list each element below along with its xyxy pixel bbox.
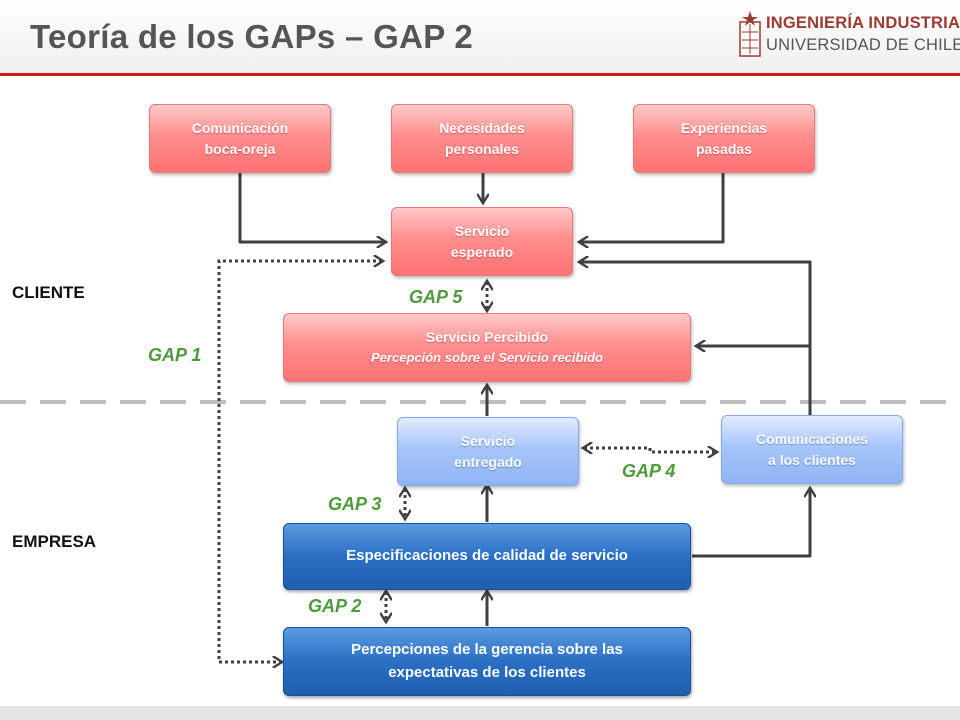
gap4-label: GAP 4 <box>622 461 676 481</box>
gap2-label: GAP 2 <box>308 596 362 616</box>
word-of-mouth-box: Comunicación boca-oreja <box>149 104 331 173</box>
slide-title: Teoría de los GAPs – GAP 2 <box>30 18 474 55</box>
header-divider <box>0 73 960 76</box>
client-communications-line1: Comunicaciones <box>755 430 869 447</box>
personal-needs-box: Necesidades personales <box>391 104 573 173</box>
past-experiences-box: Experiencias pasadas <box>633 104 815 173</box>
delivered-service-line1: Servicio <box>460 432 516 449</box>
client-communications-line2: a los clientes <box>768 451 856 468</box>
university-logo: INGENIERÍA INDUSTRIAL UNIVERSIDAD DE CHI… <box>738 10 960 62</box>
logo-line-university: UNIVERSIDAD DE CHILE <box>766 36 960 54</box>
client-zone-label: CLIENTE <box>12 283 85 302</box>
arrow-communications-to-expected <box>580 262 812 415</box>
personal-needs-line2: personales <box>445 140 519 157</box>
expected-service-line1: Servicio <box>454 222 510 239</box>
expected-service-box: Servicio esperado <box>391 207 573 276</box>
perceived-service-box: Servicio Percibido Percepción sobre el S… <box>283 313 691 382</box>
management-perceptions-line1: Percepciones de la gerencia sobre las <box>351 641 623 658</box>
gap4-connector <box>584 448 716 452</box>
gap1-label: GAP 1 <box>148 345 202 365</box>
slide-header: Teoría de los GAPs – GAP 2 INGENIERÍA IN… <box>0 0 960 76</box>
perceived-service-subtitle: Percepción sobre el Servicio recibido <box>371 350 603 366</box>
management-perceptions-line2: expectativas de los clientes <box>388 663 586 681</box>
university-seal-icon <box>739 11 761 57</box>
arrow-specs-to-communications <box>692 489 810 558</box>
gap5-label: GAP 5 <box>409 287 463 307</box>
delivered-service-line2: entregado <box>454 453 522 470</box>
company-zone-label: EMPRESA <box>12 532 97 551</box>
logo-line-faculty: INGENIERÍA INDUSTRIAL <box>766 14 960 32</box>
gap3-label: GAP 3 <box>328 494 382 514</box>
footer-bar <box>0 706 960 720</box>
quality-specs-box: Especificaciones de calidad de servicio <box>283 523 691 590</box>
personal-needs-line1: Necesidades <box>439 119 525 136</box>
client-communications-box: Comunicaciones a los clientes <box>721 415 903 484</box>
arrow-word-of-mouth-to-expected <box>238 173 385 242</box>
word-of-mouth-line2: boca-oreja <box>204 140 276 157</box>
expected-service-line2: esperado <box>450 243 514 260</box>
delivered-service-box: Servicio entregado <box>397 417 579 486</box>
past-experiences-line2: pasadas <box>695 140 753 157</box>
past-experiences-line1: Experiencias <box>680 119 768 136</box>
perceived-service-title: Servicio Percibido <box>425 329 549 346</box>
word-of-mouth-line1: Comunicación <box>191 119 289 136</box>
management-perceptions-box: Percepciones de la gerencia sobre las ex… <box>283 627 691 696</box>
arrow-experiences-to-expected <box>580 173 725 242</box>
gap1-connector <box>217 261 382 662</box>
quality-specs-text: Especificaciones de calidad de servicio <box>346 547 628 565</box>
